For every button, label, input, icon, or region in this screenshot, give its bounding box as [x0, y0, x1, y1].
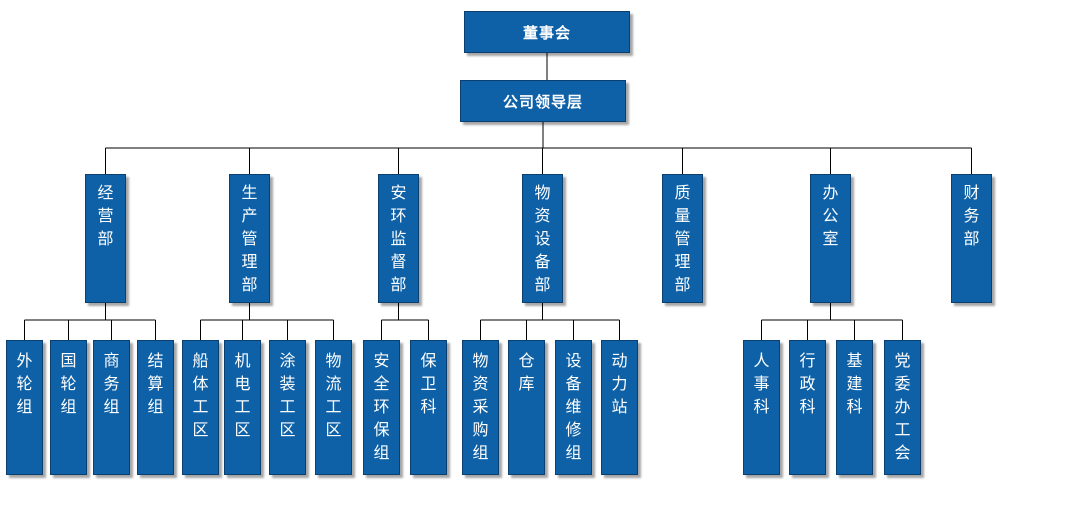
org-node-s2: 国轮组	[50, 340, 87, 475]
org-node-s17: 基建科	[836, 340, 873, 475]
org-node-d7: 财务部	[951, 174, 992, 303]
org-node-d5: 质量管理部	[662, 174, 703, 303]
org-node-d4: 物资设备部	[522, 174, 563, 303]
org-node-leadership: 公司领导层	[460, 80, 626, 122]
org-node-s14: 动力站	[601, 340, 638, 475]
org-node-s7: 涂装工区	[269, 340, 306, 475]
org-node-d1: 经营部	[85, 174, 126, 303]
org-node-s12: 仓库	[508, 340, 545, 475]
org-node-s18: 党委办工会	[884, 340, 921, 475]
org-node-d2: 生产管理部	[229, 174, 270, 303]
org-node-d6: 办公室	[810, 174, 851, 303]
org-node-s15: 人事科	[743, 340, 780, 475]
org-node-s13: 设备维修组	[555, 340, 592, 475]
org-node-board: 董事会	[464, 11, 630, 53]
org-node-s1: 外轮组	[6, 340, 43, 475]
org-node-s10: 保卫科	[410, 340, 447, 475]
org-node-s8: 物流工区	[315, 340, 352, 475]
org-node-s3: 商务组	[93, 340, 130, 475]
org-node-s6: 机电工区	[224, 340, 261, 475]
org-node-s11: 物资采购组	[462, 340, 499, 475]
org-node-s4: 结算组	[137, 340, 174, 475]
org-node-s5: 船体工区	[182, 340, 219, 475]
org-node-d3: 安环监督部	[378, 174, 419, 303]
org-node-s16: 行政科	[789, 340, 826, 475]
org-node-s9: 安全环保组	[363, 340, 400, 475]
